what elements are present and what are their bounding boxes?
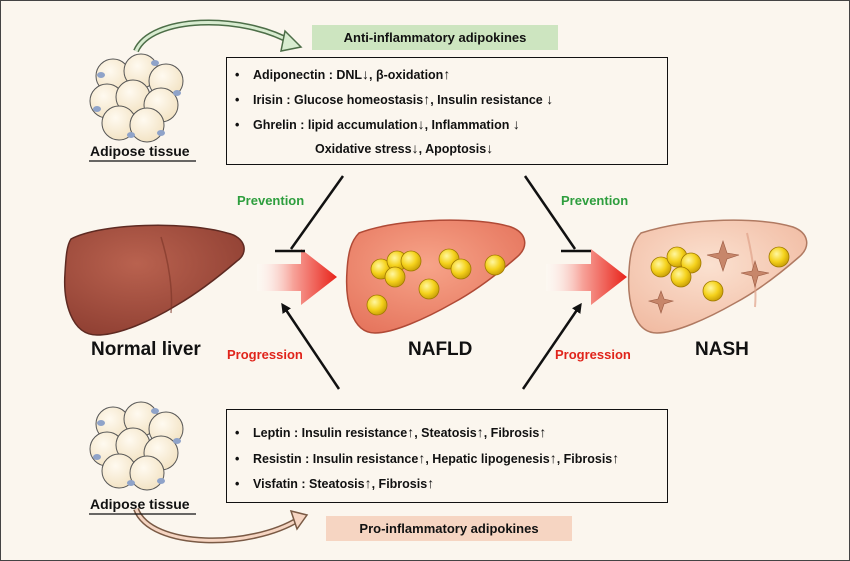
prevention-label-left: Prevention: [237, 193, 305, 208]
anti-item-ghrelin-cont: Oxidative stress↓, Apoptosis↓: [315, 140, 494, 156]
anti-inflammatory-box: •Adiponectin : DNL↓, β-oxidation↑ •Irisi…: [226, 57, 668, 165]
progression-label-left: Progression: [227, 347, 303, 362]
curved-arrow-top: [133, 19, 295, 53]
pro-inflammatory-box: •Leptin : Insulin resistance↑, Steatosis…: [226, 409, 668, 503]
adipose-cluster-bottom: [89, 401, 184, 491]
stage-label-nafld: NAFLD: [408, 339, 473, 360]
nafld-fat-droplets: [366, 248, 506, 316]
adipose-label-bottom: Adipose tissue: [90, 496, 190, 512]
curved-arrow-top-inner: [134, 21, 294, 52]
stage-label-normal-liver: Normal liver: [91, 339, 201, 360]
anti-item-adiponectin: •Adiponectin : DNL↓, β-oxidation↑: [235, 66, 451, 82]
curved-arrow-top-head: [280, 29, 303, 52]
pro-inflammatory-banner: Pro-inflammatory adipokines: [326, 516, 572, 541]
pro-item-leptin: •Leptin : Insulin resistance↑, Steatosis…: [235, 424, 547, 440]
pro-item-visfatin: •Visfatin : Steatosis↑, Fibrosis↑: [235, 475, 435, 491]
anti-item-irisin: •Irisin : Glucose homeostasis↑, Insulin …: [235, 91, 554, 107]
prevention-inhibitor-right: [523, 175, 591, 253]
nafld-liver: [345, 219, 526, 334]
pro-item-resistin: •Resistin : Insulin resistance↑, Hepatic…: [235, 450, 620, 466]
progression-arrow-left: [281, 302, 341, 390]
progression-label-right: Progression: [555, 347, 631, 362]
adipose-cluster-top: [89, 53, 184, 143]
nash-fat-droplets: [650, 246, 790, 302]
normal-liver: [63, 224, 245, 336]
red-arrow-2: [546, 249, 627, 305]
adipose-label-top: Adipose tissue: [90, 143, 190, 159]
curved-arrow-bottom-inner: [134, 508, 300, 542]
anti-inflammatory-banner: Anti-inflammatory adipokines: [312, 25, 558, 50]
red-arrow-1: [257, 249, 337, 305]
prevention-inhibitor-left: [275, 175, 345, 253]
nash-fibrosis-stars: [647, 240, 770, 314]
prevention-label-right: Prevention: [561, 193, 629, 208]
curved-arrow-bottom-head: [289, 509, 309, 531]
progression-arrow-right: [521, 302, 582, 390]
stage-label-nash: NASH: [695, 339, 749, 360]
nash-liver: [627, 219, 808, 334]
anti-item-ghrelin: •Ghrelin : lipid accumulation↓, Inflamma…: [235, 116, 520, 132]
